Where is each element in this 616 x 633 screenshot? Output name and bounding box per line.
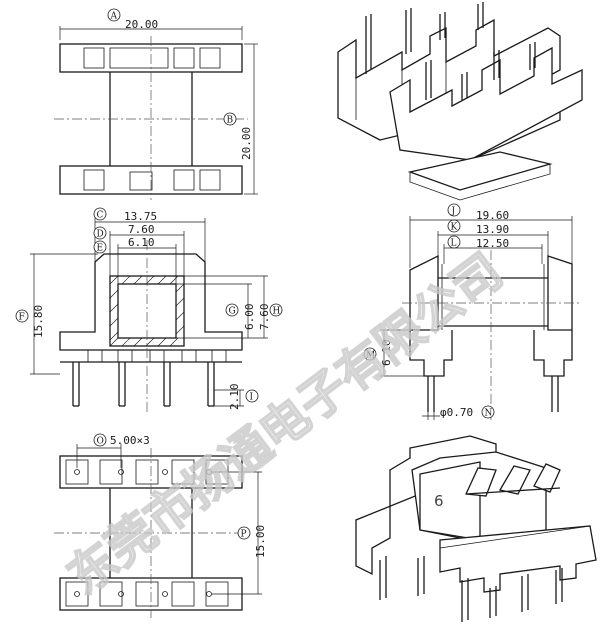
- dim-P-letter: P: [241, 530, 247, 540]
- dim-J-letter: J: [451, 207, 456, 217]
- dim-I-letter: I: [250, 393, 254, 403]
- dim-J: J 19.60: [447, 203, 509, 222]
- bottom-view: [54, 444, 262, 618]
- dim-M-letter: M: [366, 351, 375, 361]
- dim-C-letter: C: [97, 211, 104, 221]
- dim-K-value: 13.90: [476, 223, 509, 236]
- dim-O-letter: O: [97, 437, 104, 447]
- dim-D: D 7.60: [93, 223, 155, 240]
- dim-H-value: 7.60: [258, 304, 271, 331]
- dim-E-letter: E: [97, 244, 104, 254]
- dim-A: A 20.00: [107, 8, 158, 31]
- dim-A-value: 20.00: [125, 18, 158, 31]
- dim-K: K 13.90: [447, 219, 509, 236]
- side-view: [380, 216, 580, 420]
- dim-I-value: 2.10: [228, 384, 241, 411]
- dim-F: F 15.80: [15, 305, 45, 338]
- dim-M: M 6.10: [363, 340, 393, 367]
- dim-D-value: 7.60: [128, 223, 155, 236]
- pin-number-label: 6: [434, 492, 444, 510]
- dim-A-letter: A: [110, 12, 118, 22]
- dim-G: G 6.00: [225, 304, 256, 331]
- isometric-view-top: [337, 2, 583, 201]
- dim-F-letter: F: [19, 313, 25, 323]
- dim-G-letter: G: [229, 307, 236, 317]
- dim-B-letter: B: [227, 116, 234, 126]
- dim-N-letter: N: [485, 409, 493, 419]
- dim-L-value: 12.50: [476, 237, 509, 250]
- dim-C: C 13.75: [93, 207, 157, 223]
- dim-N: φ0.70 N: [440, 405, 495, 419]
- dim-D-letter: D: [97, 230, 104, 240]
- dim-N-value: φ0.70: [440, 406, 473, 419]
- isometric-view-bottom: 6: [355, 435, 597, 622]
- dim-H: H 7.60: [258, 304, 283, 331]
- dim-M-value: 6.10: [380, 340, 393, 367]
- dim-E-value: 6.10: [128, 236, 155, 249]
- dim-L-letter: L: [451, 239, 457, 249]
- front-view: [30, 218, 268, 415]
- dim-P-value: 15.00: [254, 525, 267, 558]
- dim-I: I 2.10: [228, 384, 259, 411]
- dim-J-value: 19.60: [476, 209, 509, 222]
- dim-E: E 6.10: [93, 236, 155, 254]
- dim-G-value: 6.00: [243, 304, 256, 331]
- dim-F-value: 15.80: [32, 305, 45, 338]
- dim-P: P 15.00: [237, 525, 267, 558]
- dim-K-letter: K: [451, 223, 458, 233]
- top-view: [54, 26, 258, 200]
- dim-O-value: 5.00×3: [110, 434, 150, 447]
- dim-O: O 5.00×3: [93, 433, 150, 447]
- dim-H-letter: H: [273, 307, 281, 317]
- dim-B-value: 20.00: [240, 127, 253, 160]
- dim-L: L 12.50: [447, 235, 509, 250]
- dim-C-value: 13.75: [124, 210, 157, 223]
- dim-B: B 20.00: [223, 112, 253, 160]
